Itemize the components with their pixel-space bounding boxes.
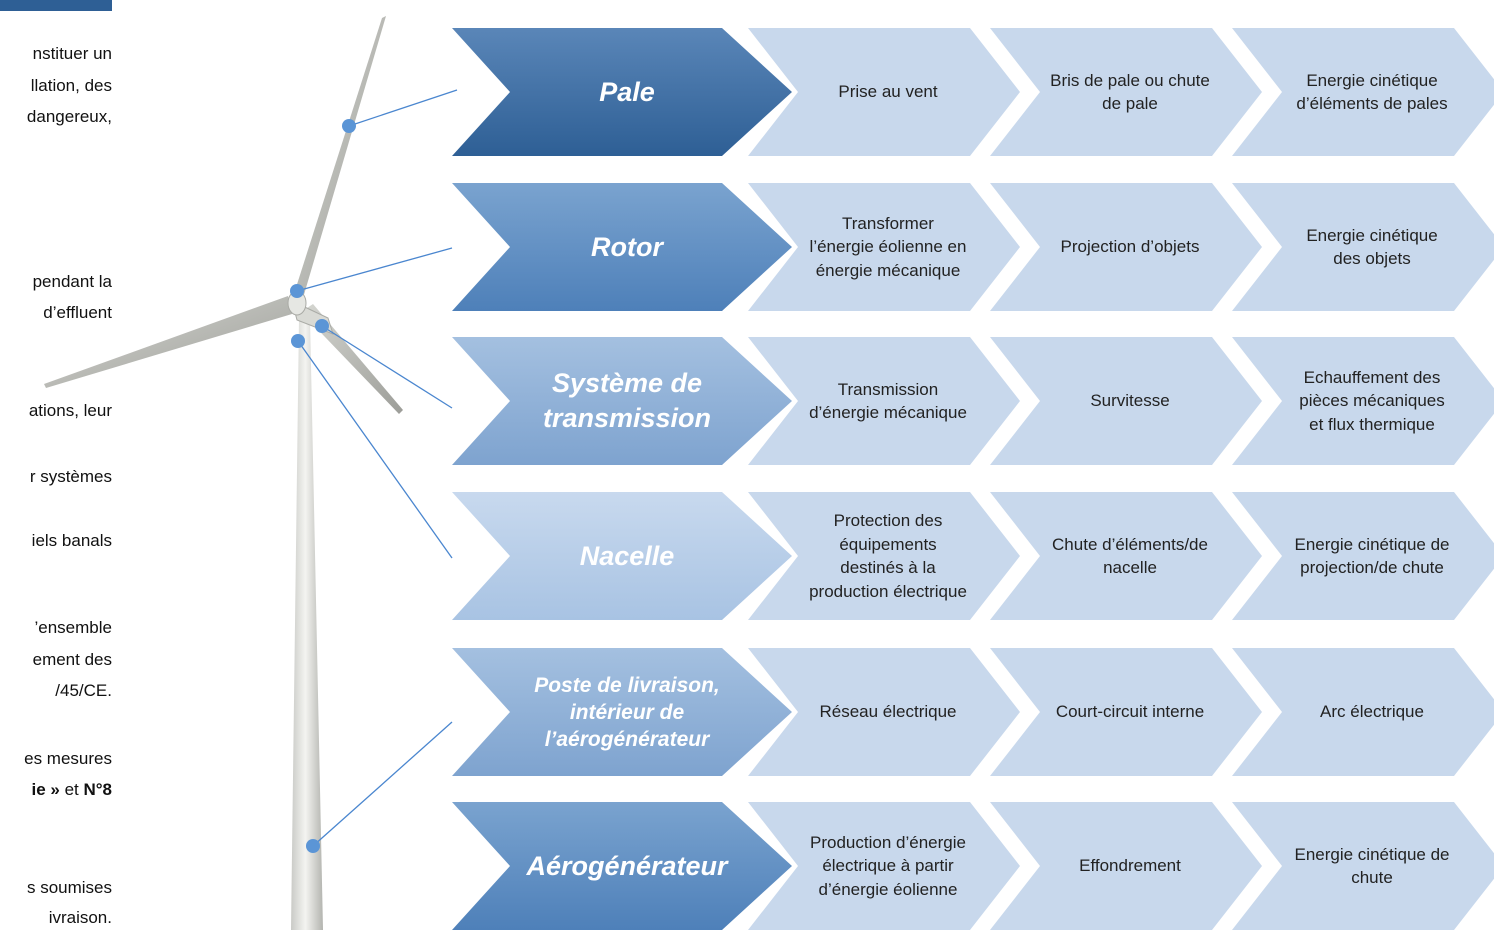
text-fragment: et: [59, 780, 84, 799]
text-line: d’effluent: [43, 303, 112, 322]
danger-chevron: Echauffement des pièces mécaniques et fl…: [1232, 337, 1494, 465]
danger-chevron: Energie cinétique d’éléments de pales: [1232, 28, 1494, 156]
text-line: dangereux,: [26, 107, 112, 126]
function-chevron: Production d’énergie électrique à partir…: [748, 802, 1020, 930]
connector-dot: [290, 284, 304, 298]
text-line: s soumises: [26, 878, 112, 897]
text-line: ivraison.: [48, 908, 112, 927]
text-line-bold: ie » et N°8: [31, 780, 112, 800]
text-line: /45/CE.: [55, 681, 112, 700]
diagram-row-aerogenerateur: Aérogénérateur Production d’énergie élec…: [452, 802, 1494, 930]
event-chevron: Survitesse: [990, 337, 1262, 465]
component-chevron: Rotor: [452, 183, 792, 311]
text-line: ations, leur: [28, 401, 112, 420]
event-chevron: Effondrement: [990, 802, 1262, 930]
bold-fragment: N°8: [83, 780, 112, 799]
tower: [291, 318, 323, 930]
connector-dot: [342, 119, 356, 133]
danger-chevron: Energie cinétique des objets: [1232, 183, 1494, 311]
event-chevron: Court-circuit interne: [990, 648, 1262, 776]
connector-dot: [291, 334, 305, 348]
function-chevron: Protection des équipements destinés à la…: [748, 492, 1020, 620]
diagram-row-transmission: Système de transmission Transmission d’é…: [452, 337, 1494, 465]
connector-dot: [315, 319, 329, 333]
left-text-column: nstituer un llation, des dangereux, pend…: [0, 0, 112, 934]
text-line: ement des: [32, 650, 112, 669]
blade-left: [44, 296, 292, 388]
danger-chevron: Energie cinétique de chute: [1232, 802, 1494, 930]
component-chevron: Aérogénérateur: [452, 802, 792, 930]
component-chevron: Système de transmission: [452, 337, 792, 465]
text-line: llation, des: [30, 76, 112, 95]
function-chevron: Réseau électrique: [748, 648, 1020, 776]
section-header-bar: [0, 0, 112, 11]
text-line: r systèmes: [29, 467, 112, 486]
text-line: ’ensemble: [34, 618, 113, 637]
text-line: es mesures: [24, 749, 112, 768]
event-chevron: Bris de pale ou chute de pale: [990, 28, 1262, 156]
event-chevron: Projection d’objets: [990, 183, 1262, 311]
bold-fragment: ie »: [31, 780, 60, 799]
component-chevron: Pale: [452, 28, 792, 156]
diagram-row-poste-de-livraison: Poste de livraison, intérieur de l’aérog…: [452, 648, 1494, 776]
component-chevron: Poste de livraison, intérieur de l’aérog…: [452, 648, 792, 776]
text-line: iels banals: [31, 531, 112, 550]
blade-up: [292, 16, 386, 300]
diagram-row-nacelle: Nacelle Protection des équipements desti…: [452, 492, 1494, 620]
component-chevron: Nacelle: [452, 492, 792, 620]
diagram-row-pale: Pale Prise au vent Bris de pale ou chute…: [452, 28, 1494, 156]
danger-chevron: Arc électrique: [1232, 648, 1494, 776]
diagram-row-rotor: Rotor Transformer l’énergie éolienne en …: [452, 183, 1494, 311]
connector-dot: [306, 839, 320, 853]
event-chevron: Chute d’éléments/de nacelle: [990, 492, 1262, 620]
text-line: nstituer un: [32, 44, 112, 63]
danger-chevron: Energie cinétique de projection/de chute: [1232, 492, 1494, 620]
text-line: pendant la: [32, 272, 112, 291]
